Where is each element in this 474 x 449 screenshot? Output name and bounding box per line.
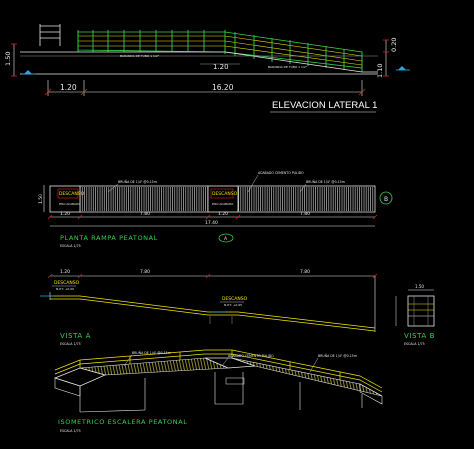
vista-a-scale: ESCALA 1/75 bbox=[60, 342, 81, 346]
plan-dim-3: 1.20 bbox=[218, 211, 228, 217]
vista-b-scale: ESCALA 1/75 bbox=[404, 342, 425, 346]
vista-b-drawing: 1.50 VISTA B ESCALA 1/75 bbox=[395, 284, 435, 346]
plan-note-broom-2: BRUÑA DE 1/4" @0.15m bbox=[306, 179, 345, 184]
vista-a-rest-label-1: DESCANSO bbox=[54, 280, 80, 286]
iso-title: ISOMETRICO ESCALERA PEATONAL bbox=[58, 418, 188, 426]
plan-scale: ESCALA 1/75 bbox=[60, 244, 81, 248]
iso-note-cement: ACABADO CEMENTO PULIDO bbox=[228, 354, 274, 358]
handrail-note-a: BARANDA DE TUBO 1 1/2" bbox=[120, 54, 160, 58]
elevation-drawing: BARANDA DE TUBO 1 1/2" BARANDA DE TUBO 1… bbox=[4, 24, 410, 113]
vista-b-title: VISTA B bbox=[404, 332, 435, 340]
plan-ramp-2 bbox=[238, 187, 374, 211]
level-marker-left bbox=[22, 70, 36, 75]
vista-a-ramp-profile bbox=[50, 295, 376, 332]
plan-rest-box-1 bbox=[57, 188, 79, 199]
iso-ramp-2 bbox=[231, 357, 383, 397]
svg-text:A: A bbox=[224, 236, 228, 242]
plan-dim-4: 7.80 bbox=[300, 211, 310, 217]
dim-150-vertical: 1.50 bbox=[4, 52, 12, 66]
plan-section-marker: A bbox=[218, 233, 234, 243]
vista-a-dim-3: 7.80 bbox=[300, 269, 310, 275]
dim-vertical-left: 1.50 bbox=[4, 43, 17, 77]
vista-a-drawing: 1.20 7.80 7.80 DESCANSO N.P.T. +0.00 DES… bbox=[40, 269, 378, 346]
plan-drawing: 1.50 DESCANSO PISO ACABADO DESCANSO PISO… bbox=[38, 171, 393, 248]
svg-text:PISO ACABADO: PISO ACABADO bbox=[212, 202, 234, 206]
plan-dim-2: 7.80 bbox=[140, 211, 150, 217]
iso-note-broom-1: BRUÑA DE 1/4" @0.15m bbox=[132, 350, 171, 355]
dim-horizontal-bottom: 1.20 16.20 bbox=[44, 80, 366, 96]
elevation-left-rail bbox=[39, 24, 61, 46]
plan-ramp-1 bbox=[80, 187, 208, 211]
plan-dim-total: 17.40 bbox=[205, 220, 218, 226]
vista-a-dim-2: 7.80 bbox=[140, 269, 150, 275]
vista-a-rest-label-2: DESCANSO bbox=[222, 296, 248, 302]
iso-supports bbox=[79, 372, 363, 413]
vista-a-title: VISTA A bbox=[60, 332, 91, 340]
iso-note-broom-2: BRUÑA DE 1/4" @0.15m bbox=[318, 353, 357, 358]
svg-text:N.P.T. +0.00: N.P.T. +0.00 bbox=[56, 287, 74, 291]
elevation-ramp-slab bbox=[20, 51, 378, 75]
dim-mid-120: 1.20 bbox=[200, 63, 240, 71]
svg-text:B: B bbox=[384, 196, 388, 203]
plan-vert-dim: 1.50 bbox=[38, 194, 44, 204]
svg-text:N.P.T. +0.65: N.P.T. +0.65 bbox=[224, 303, 242, 307]
dim-1620: 16.20 bbox=[212, 83, 234, 92]
handrail-note-b: BARANDA DE TUBO 1 1/2" bbox=[268, 65, 308, 69]
dim-020: 0.20 bbox=[390, 38, 398, 52]
plan-note-broom-1: BRUÑA DE 1/4" @0.15m bbox=[118, 179, 157, 184]
vista-a-dim-1: 1.20 bbox=[60, 269, 70, 275]
vista-b-dim: 1.50 bbox=[415, 284, 424, 289]
iso-drawing: BRUÑA DE 1/4" @0.15m ACABADO CEMENTO PUL… bbox=[53, 349, 383, 433]
dim-120-left: 1.20 bbox=[60, 83, 77, 92]
svg-text:1.20: 1.20 bbox=[213, 63, 229, 71]
plan-outline bbox=[49, 185, 376, 213]
plan-dim-1: 1.20 bbox=[60, 211, 70, 217]
plan-title: PLANTA RAMPA PEATONAL bbox=[60, 234, 158, 242]
iso-scale: ESCALA 1/75 bbox=[60, 429, 81, 433]
plan-rest-label-2: DESCANSO bbox=[212, 191, 238, 197]
svg-text:PISO ACABADO: PISO ACABADO bbox=[59, 202, 81, 206]
elevation-title: ELEVACION LATERAL 1 bbox=[272, 100, 377, 111]
plan-note-cement: ACABADO CEMENTO PULIDO bbox=[258, 171, 304, 175]
elevation-handrail bbox=[77, 30, 363, 72]
plan-rest-box-2 bbox=[210, 188, 234, 199]
dim-vertical-right: 0.20 1.10 bbox=[376, 38, 410, 78]
dim-110: 1.10 bbox=[376, 64, 384, 78]
iso-ramp-1 bbox=[79, 357, 229, 376]
plan-marker-b bbox=[379, 191, 393, 205]
plan-rest-label-1: DESCANSO bbox=[59, 191, 85, 197]
iso-handrail bbox=[54, 349, 383, 393]
